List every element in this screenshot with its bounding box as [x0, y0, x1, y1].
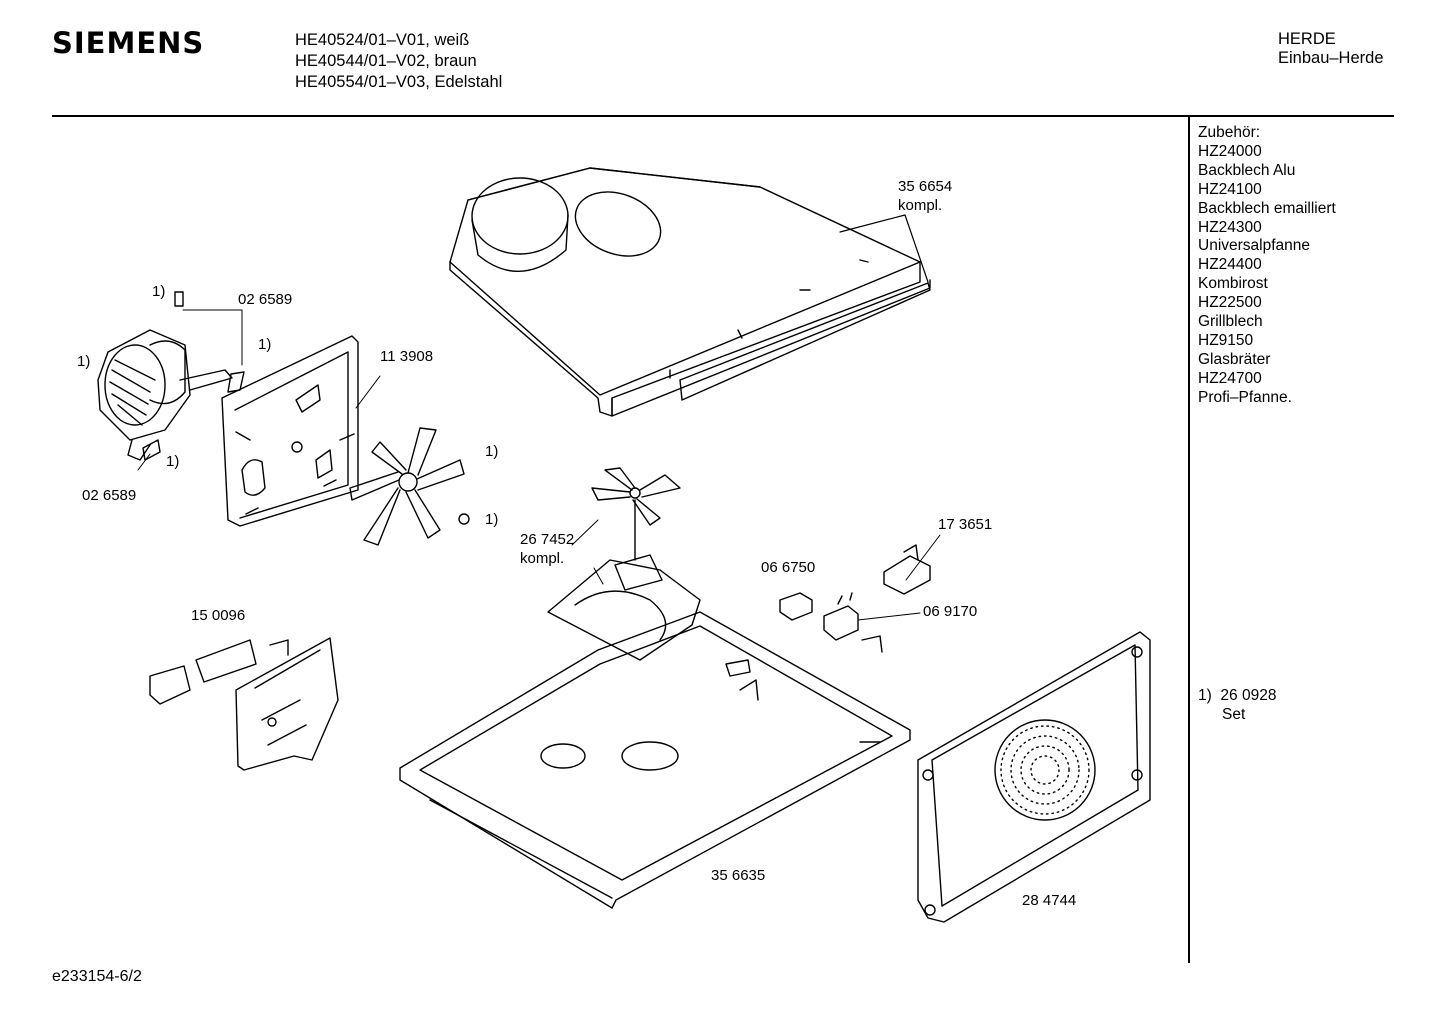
part-oven-bottom: [399, 611, 911, 909]
accessory-item: Glasbräter: [1198, 350, 1271, 368]
footnote-ref: 1): [485, 511, 499, 528]
accessory-item: HZ9150: [1198, 331, 1254, 349]
accessory-item: Backblech Alu: [1198, 161, 1296, 179]
part-label: 06 6750: [761, 559, 816, 576]
accessory-item: Grillblech: [1198, 313, 1263, 331]
footnote-ref: 1): [77, 353, 91, 370]
accessory-item: HZ24400: [1198, 256, 1262, 274]
part-label: 17 3651: [938, 516, 993, 533]
part-fan-wheel: [349, 427, 470, 546]
part-label: 06 9170: [923, 603, 978, 620]
model-list: HE40524/01–V01, weiß HE40544/01–V02, bra…: [295, 30, 502, 93]
part-label: 26 7452: [520, 531, 575, 548]
footnote-ref: 1): [152, 283, 166, 300]
part-rear-panel: [221, 335, 381, 527]
part-control-bracket: [149, 637, 339, 771]
accessory-item: Backblech emailliert: [1198, 199, 1336, 217]
accessory-item: Kombirost: [1198, 275, 1268, 293]
accessories-list: Zubehör: HZ24000 Backblech Alu HZ24100 B…: [1198, 124, 1336, 408]
part-label: 11 3908: [380, 348, 434, 365]
part-label: kompl.: [520, 550, 565, 567]
footnote-ref: 1): [258, 336, 272, 353]
accessory-item: HZ24300: [1198, 218, 1262, 236]
part-label: 35 6654: [898, 178, 953, 195]
part-label: 15 0096: [191, 607, 246, 624]
accessories-title: Zubehör:: [1198, 124, 1261, 141]
part-switches: [779, 534, 941, 653]
footnote-ref: 1): [485, 443, 499, 460]
footnote-part: 26 0928: [1220, 687, 1277, 704]
accessory-item: HZ24700: [1198, 369, 1262, 387]
accessory-item: Profi–Pfanne.: [1198, 388, 1292, 406]
footnote: 1) 26 0928 Set: [1198, 686, 1276, 724]
part-label: 35 6635: [711, 867, 766, 884]
model-line: HE40554/01–V03, Edelstahl: [295, 73, 503, 91]
subcategory: Einbau–Herde: [1278, 49, 1384, 67]
part-top-cover: [449, 167, 931, 417]
model-line: HE40524/01–V01, weiß: [295, 31, 470, 49]
part-label: kompl.: [898, 197, 943, 214]
part-fan-motor: [97, 291, 245, 471]
part-label: 02 6589: [82, 487, 137, 504]
part-back-wall: [917, 631, 1151, 923]
accessory-item: Universalpfanne: [1198, 237, 1311, 255]
part-fan-assembly: [547, 467, 701, 661]
accessory-item: HZ24100: [1198, 180, 1262, 198]
part-label: 02 6589: [238, 291, 293, 308]
header-divider: [52, 115, 1394, 117]
footnote-ref: 1): [166, 453, 180, 470]
brand-logo: SIEMENS: [52, 26, 205, 60]
part-label: 28 4744: [1022, 892, 1077, 909]
category-block: HERDE Einbau–Herde: [1278, 30, 1384, 68]
footnote-marker: 1): [1198, 687, 1212, 704]
accessory-item: HZ22500: [1198, 294, 1262, 312]
model-line: HE40544/01–V02, braun: [295, 52, 477, 70]
category: HERDE: [1278, 30, 1336, 48]
footnote-text: Set: [1222, 706, 1246, 723]
sidebar-divider: [1188, 115, 1190, 963]
accessory-item: HZ24000: [1198, 142, 1262, 160]
document-id: e233154-6/2: [52, 968, 142, 985]
